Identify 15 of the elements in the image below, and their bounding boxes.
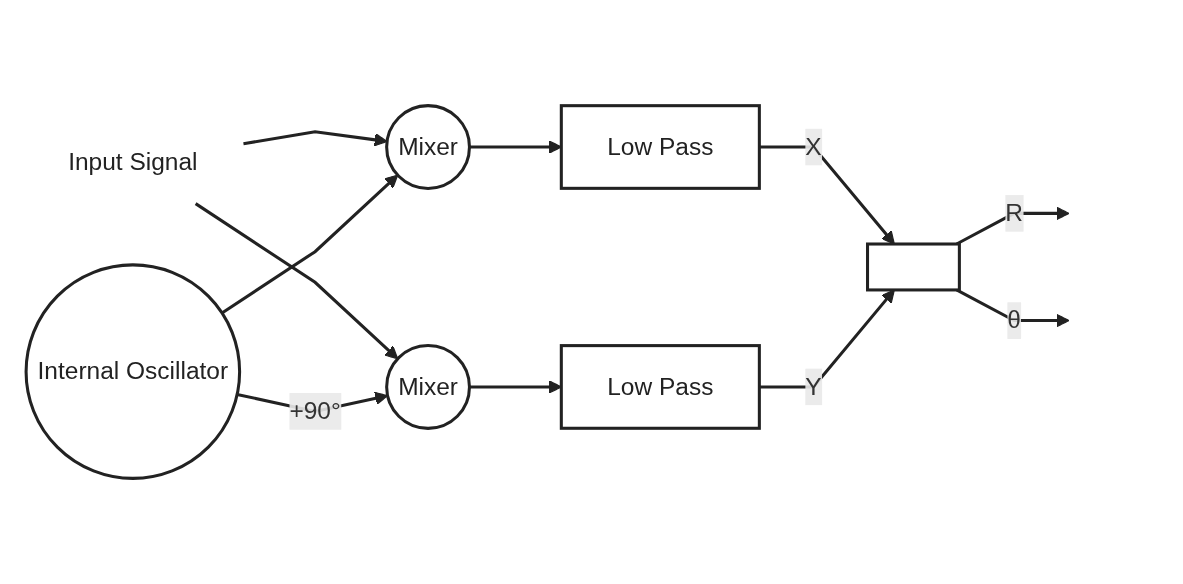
node-circle: Mixer	[385, 104, 471, 190]
edge-label: X	[805, 133, 822, 160]
edge-label: +90°	[289, 397, 341, 424]
arrow	[955, 288, 1070, 328]
edge-label: R	[1005, 199, 1023, 226]
edge-label: θ	[1007, 306, 1021, 333]
edge-label: Y	[805, 373, 822, 400]
node-circle: Mixer	[385, 344, 471, 430]
node-text: Input Signal	[68, 148, 198, 175]
node-circle: Internal Oscillator	[24, 263, 242, 480]
arrow	[221, 174, 399, 315]
node-box: Low Pass	[559, 344, 761, 430]
arrow	[194, 202, 399, 360]
node-box	[866, 242, 961, 292]
node-box: Low Pass	[559, 104, 761, 190]
